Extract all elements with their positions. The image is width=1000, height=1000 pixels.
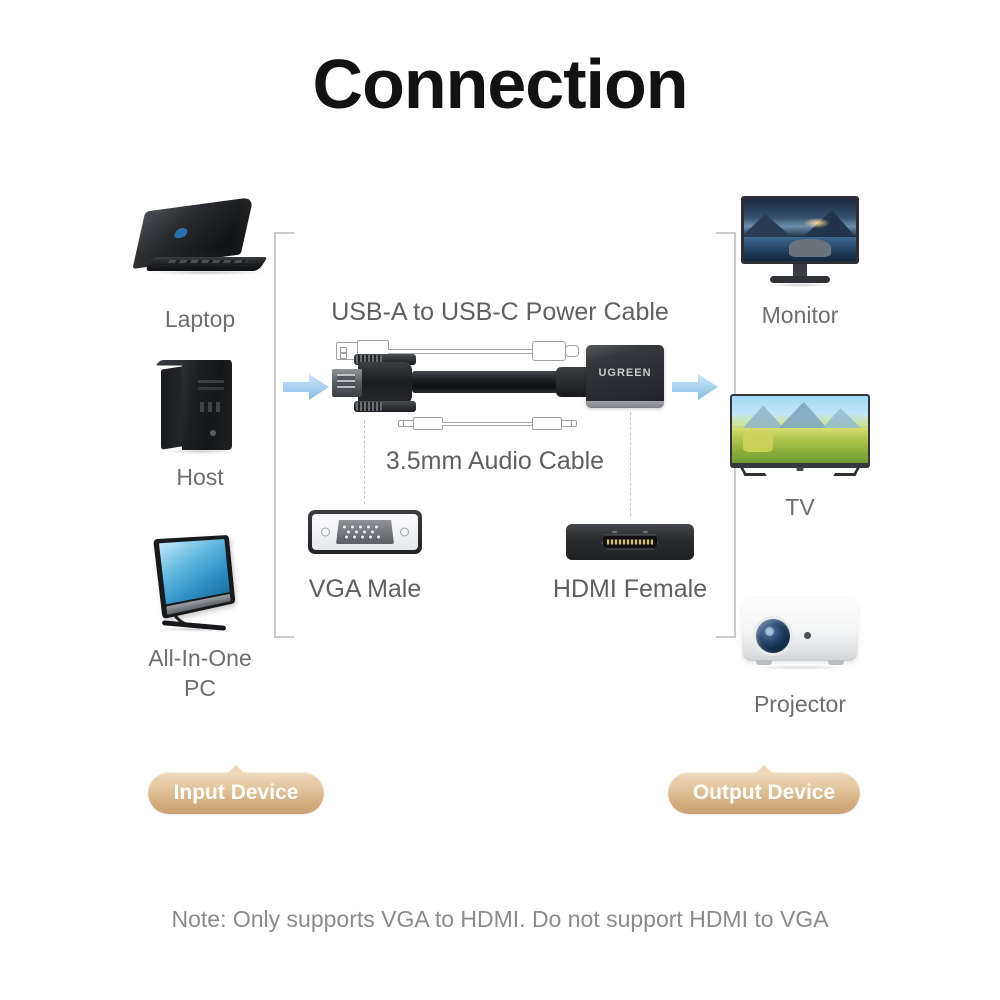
- badge-notch-icon: [228, 765, 244, 773]
- audio-cable-label: 3.5mm Audio Cable: [385, 447, 605, 475]
- audio-cable-icon: [398, 415, 582, 433]
- input-device-badge-label: Input Device: [173, 781, 299, 804]
- tv-icon: [700, 388, 900, 484]
- output-device-badge-label: Output Device: [692, 781, 836, 804]
- laptop-icon: [100, 197, 300, 296]
- input-device-host: Host: [100, 358, 300, 492]
- vga-to-hdmi-adapter: UGREEN: [586, 345, 664, 407]
- output-device-tv-label: TV: [785, 494, 815, 520]
- input-device-all-in-one-pc: All-In-One PC: [100, 534, 300, 703]
- input-device-all-in-one-pc-label: All-In-One PC: [148, 645, 252, 701]
- output-device-projector: Projector: [700, 585, 900, 719]
- vga-male-plug-icon: [332, 352, 428, 414]
- input-device-badge: Input Device: [148, 765, 324, 814]
- output-device-badge: Output Device: [668, 765, 860, 814]
- output-flow-arrow: [672, 373, 718, 401]
- vga-male-connector-detail: [308, 510, 422, 554]
- adapter-cable: [412, 371, 588, 393]
- output-device-monitor-label: Monitor: [761, 302, 839, 328]
- page-title: Connection: [312, 45, 689, 123]
- input-group-bracket: [274, 232, 300, 638]
- monitor-icon: [700, 196, 900, 292]
- input-device-laptop: Laptop: [100, 197, 300, 334]
- hdmi-female-connector-detail: [566, 524, 694, 560]
- input-device-laptop-label: Laptop: [164, 306, 236, 332]
- adapter-base: [586, 401, 664, 408]
- hdmi-leader-line: [630, 412, 631, 516]
- brand-logo: UGREEN: [598, 367, 652, 379]
- output-device-tv: TV: [700, 388, 900, 522]
- input-device-host-label: Host: [176, 464, 224, 490]
- vga-leader-line: [364, 420, 365, 504]
- footer-note: Note: Only supports VGA to HDMI. Do not …: [171, 906, 829, 932]
- all-in-one-pc-icon: [100, 534, 300, 635]
- hdmi-female-label: HDMI Female: [552, 575, 708, 603]
- cable-grip: [556, 367, 590, 397]
- vga-male-label: VGA Male: [308, 575, 422, 603]
- output-device-projector-label: Projector: [753, 691, 847, 717]
- badge-notch-icon: [756, 765, 772, 773]
- desktop-tower-icon: [100, 358, 300, 454]
- power-cable-label: USB-A to USB-C Power Cable: [331, 298, 669, 326]
- output-device-monitor: Monitor: [700, 196, 900, 330]
- vga-pins: [343, 525, 387, 540]
- projector-icon: [700, 585, 900, 681]
- input-flow-arrow: [283, 373, 329, 401]
